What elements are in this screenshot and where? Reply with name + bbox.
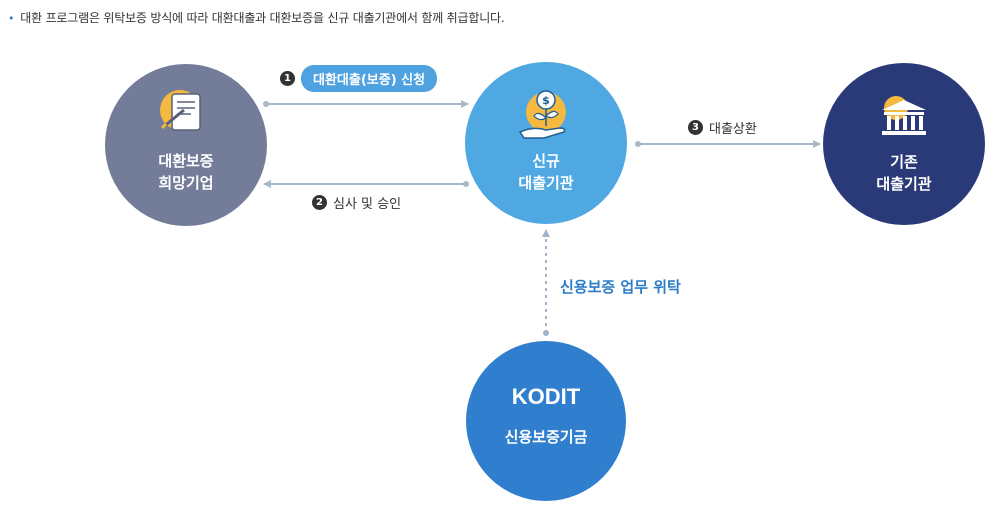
kodit-name: 신용보증기금 [504,428,588,446]
arrow-repay [635,140,821,148]
old-lender-label: 기존 대출기관 [824,151,984,195]
step-label: 대출상환 [709,122,757,137]
step-repay: 3 대출상환 [688,118,757,137]
kodit-logo: KODIT [511,384,581,409]
step-approve: 2 심사 및 승인 [312,193,401,212]
new-lender-circle [465,62,627,224]
step-number: 1 [280,71,295,86]
intro-text: 대환 프로그램은 위탁보증 방식에 따라 대환대출과 대환보증을 신규 대출기관… [20,11,505,25]
step-label: 대환대출(보증) 신청 [301,65,438,92]
delegation-label: 신용보증 업무 위탁 [560,278,681,296]
bullet: • [8,12,15,25]
arrow-delegation [542,229,550,336]
step-label: 심사 및 승인 [333,197,402,212]
step-apply: 1 대환대출(보증) 신청 [280,65,438,92]
money-plant-hand-icon: $ [518,90,566,139]
kodit-circle [466,341,626,501]
new-lender-line2: 대출기관 [518,174,574,192]
step-number: 3 [688,120,703,135]
new-lender-line1: 신규 [532,152,560,170]
old-lender-circle [823,63,985,225]
old-lender-line2: 대출기관 [876,175,932,193]
document-pen-icon [160,90,201,131]
arrow-approve [263,180,469,188]
intro-note: • 대환 프로그램은 위탁보증 방식에 따라 대환대출과 대환보증을 신규 대출기… [8,9,505,26]
applicant-line2: 희망기업 [158,174,214,192]
svg-text:$: $ [542,94,550,107]
applicant-label: 대환보증 희망기업 [106,150,266,194]
arrow-apply [263,100,469,108]
step-number: 2 [312,195,327,210]
new-lender-label: 신규 대출기관 [466,150,626,194]
old-lender-line1: 기존 [890,153,918,171]
bank-building-icon [882,96,926,135]
applicant-line1: 대환보증 [158,152,214,170]
applicant-circle [105,64,267,226]
